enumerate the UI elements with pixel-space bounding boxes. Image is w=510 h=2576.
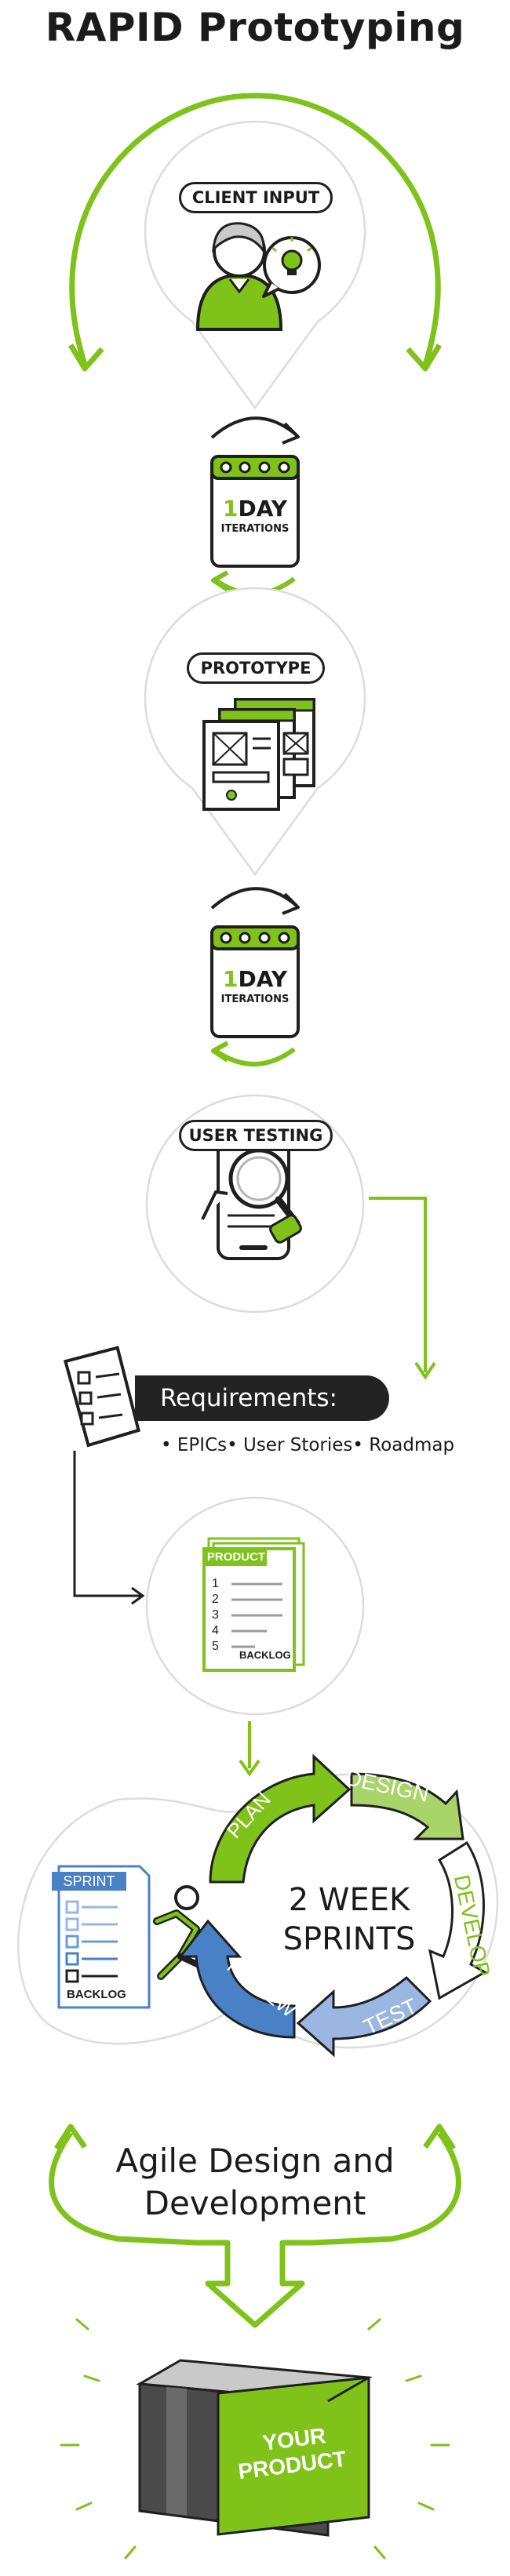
top-cycle-arrow (69, 93, 441, 366)
testing-to-requirements-connector (369, 1197, 427, 1372)
phone-magnifier-icon (201, 1132, 302, 1260)
down-arrow-to-product (196, 2240, 314, 2328)
page-title: RAPID Prototyping (45, 5, 465, 50)
sprint-backlog-icon (52, 1865, 151, 2009)
client-input-label: CLIENT INPUT (179, 182, 333, 213)
sprint-duration-line2: SPRINTS (282, 1921, 416, 1957)
product-backlog-numbers: 1 2 3 4 5 (212, 1576, 219, 1655)
agile-line1: Agile Design and (115, 2142, 395, 2180)
iteration-1-label: ITERATIONS (220, 523, 290, 535)
user-testing-label: USER TESTING (179, 1120, 333, 1151)
product-backlog-icon (202, 1537, 305, 1672)
sparkle-lines (60, 2318, 450, 2560)
backlog-number-2: 2 (212, 1593, 219, 1606)
test-arrow (296, 1975, 432, 2058)
prototype-wireframes-icon (202, 698, 315, 811)
iteration-2-unit: DAY (238, 966, 287, 992)
top-cycle-arrowhead-left (67, 343, 104, 372)
iteration-1-unit: DAY (238, 496, 287, 521)
agile-cycle-arrow (49, 2131, 197, 2246)
develop-arrow (428, 1840, 488, 2000)
product-backlog-footer: BACKLOG (239, 1649, 291, 1661)
top-cycle-arrowhead-right (406, 343, 443, 372)
iteration-calendar-1 (210, 416, 300, 596)
agile-line2: Development (144, 2184, 366, 2222)
iteration-1-number: 1 (223, 496, 239, 521)
requirements-document-icon (63, 1346, 140, 1448)
iteration-2-label: ITERATIONS (220, 994, 290, 1005)
iteration-2-number: 1 (223, 966, 239, 992)
backlog-number-5: 5 (212, 1640, 219, 1653)
plan-arrow (209, 1753, 352, 1884)
requirements-to-backlog-connector (73, 1451, 141, 1597)
client-person-icon (195, 222, 283, 331)
sprint-backlog-footer: BACKLOG (67, 1988, 126, 2001)
backlog-number-4: 4 (212, 1624, 219, 1637)
backlog-number-3: 3 (212, 1608, 219, 1622)
product-box-icon (136, 2359, 373, 2537)
backlog-number-1: 1 (212, 1577, 219, 1590)
iteration-calendar-2 (210, 887, 300, 1066)
sprint-backlog-tab: SPRINT (63, 1873, 115, 1889)
requirements-heading: Requirements: (135, 1375, 389, 1421)
iteration-1-text: 1DAY ITERATIONS (212, 496, 298, 535)
iteration-2-text: 1DAY ITERATIONS (212, 966, 298, 1005)
sprint-duration-line1: 2 WEEK (288, 1882, 410, 1918)
product-backlog-tab: PRODUCT (206, 1550, 266, 1564)
agile-cycle-arrow-right (313, 2131, 461, 2246)
review-arrow (177, 1919, 296, 2039)
lightbulb-idea-icon (262, 236, 321, 298)
design-arrow (350, 1772, 464, 1840)
requirements-items: • EPICs• User Stories• Roadmap (161, 1435, 455, 1455)
prototype-label: PROTOTYPE (187, 652, 325, 684)
